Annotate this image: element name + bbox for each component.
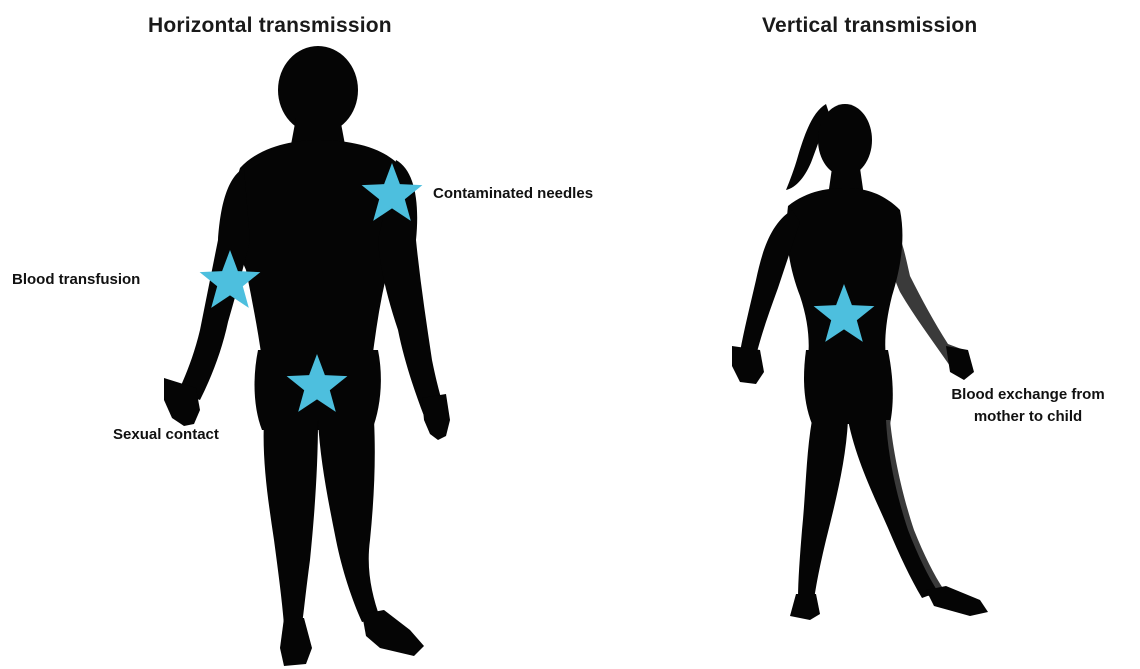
blood-exchange-label: Blood exchange from mother to child [948,384,1108,428]
female-silhouette [732,104,988,620]
horizontal-transmission-title: Horizontal transmission [148,14,392,38]
blood-transfusion-label: Blood transfusion [12,269,140,291]
vertical-transmission-title: Vertical transmission [762,14,977,38]
male-silhouette [164,46,450,666]
sexual-contact-label: Sexual contact [113,424,219,446]
contaminated-needles-label: Contaminated needles [433,183,593,205]
blood-exchange-label-line2: mother to child [948,406,1108,428]
blood-exchange-label-line1: Blood exchange from [948,384,1108,406]
